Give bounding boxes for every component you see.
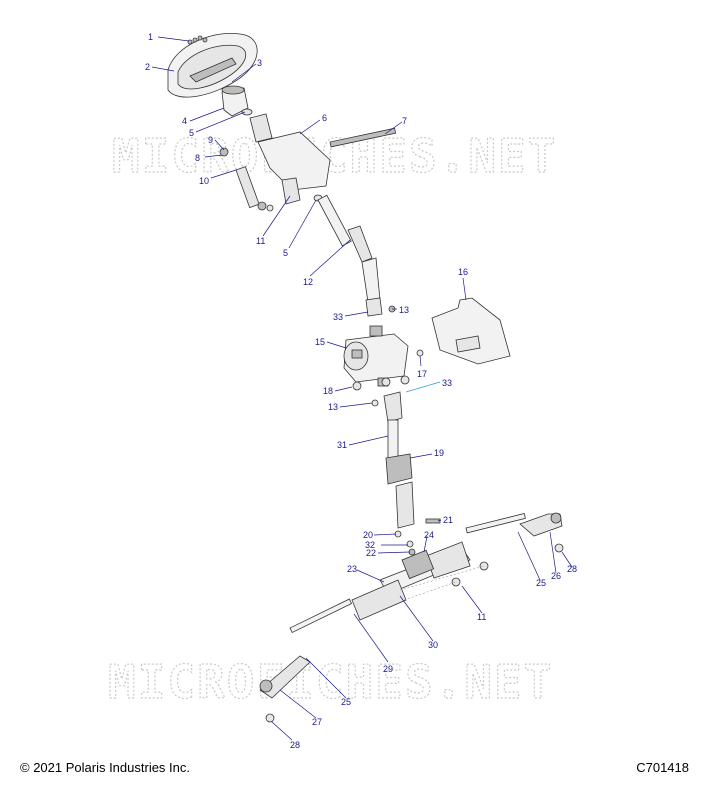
tilt-bolt — [329, 127, 397, 148]
callout-24: 24 — [424, 530, 434, 540]
callout-33: 33 — [442, 378, 452, 388]
upper-intermediate-shaft — [313, 194, 383, 317]
steering-wheel — [167, 33, 258, 98]
watermark-top: MICROFICHES.NET — [112, 129, 557, 183]
tie-rod-left — [259, 598, 353, 723]
callout-2: 2 — [145, 62, 150, 72]
callout-4: 4 — [182, 116, 187, 126]
callout-16: 16 — [458, 267, 468, 277]
callout-5: 5 — [189, 128, 194, 138]
callout-15: 15 — [315, 337, 325, 347]
gearbox-cover — [431, 297, 511, 365]
callout-22: 22 — [366, 548, 376, 558]
callout-19: 19 — [434, 448, 444, 458]
callout-1: 1 — [148, 32, 153, 42]
callout-5: 5 — [283, 248, 288, 258]
callout-11: 11 — [256, 236, 265, 246]
watermark-bottom: MICROFICHES.NET — [108, 655, 553, 709]
callout-10: 10 — [199, 176, 209, 186]
hub-cover — [221, 85, 253, 117]
callout-8: 8 — [195, 153, 200, 163]
callout-18: 18 — [323, 386, 333, 396]
tie-rod-right — [465, 512, 564, 553]
callout-33: 33 — [333, 312, 343, 322]
callout-28: 28 — [290, 740, 300, 750]
callout-21: 21 — [443, 515, 453, 525]
callout-26: 26 — [551, 571, 561, 581]
callout-23: 23 — [347, 564, 357, 574]
callout-20: 20 — [363, 530, 373, 540]
callout-25: 25 — [341, 697, 351, 707]
gas-strut — [219, 147, 274, 212]
steering-column-upper — [249, 113, 331, 205]
figure-id: C701418 — [636, 760, 689, 775]
steering-gearbox — [343, 325, 409, 387]
callout-9: 9 — [208, 135, 213, 145]
callout-12: 12 — [303, 277, 313, 287]
fasteners-mid — [352, 305, 424, 407]
callout-28: 28 — [567, 564, 577, 574]
callout-3: 3 — [257, 58, 262, 68]
callout-32: 32 — [365, 540, 375, 550]
leader-lines — [151, 36, 573, 741]
callout-labels: 1 2 3 4 5 5 6 7 8 9 10 11 11 12 13 13 15… — [145, 32, 577, 750]
callout-27: 27 — [312, 717, 322, 727]
callout-13: 13 — [399, 305, 409, 315]
copyright-text: © 2021 Polaris Industries Inc. — [20, 760, 190, 775]
callout-29: 29 — [383, 664, 393, 674]
callout-30: 30 — [428, 640, 438, 650]
callout-31: 31 — [337, 440, 347, 450]
callout-17: 17 — [417, 369, 427, 379]
callout-7: 7 — [402, 116, 407, 126]
callout-11: 11 — [477, 612, 486, 622]
callout-6: 6 — [322, 113, 327, 123]
lower-intermediate-shaft — [383, 391, 415, 529]
steering-rack — [351, 541, 489, 621]
callout-25: 25 — [536, 578, 546, 588]
callout-13: 13 — [328, 402, 338, 412]
wheel-bolts — [187, 35, 208, 45]
